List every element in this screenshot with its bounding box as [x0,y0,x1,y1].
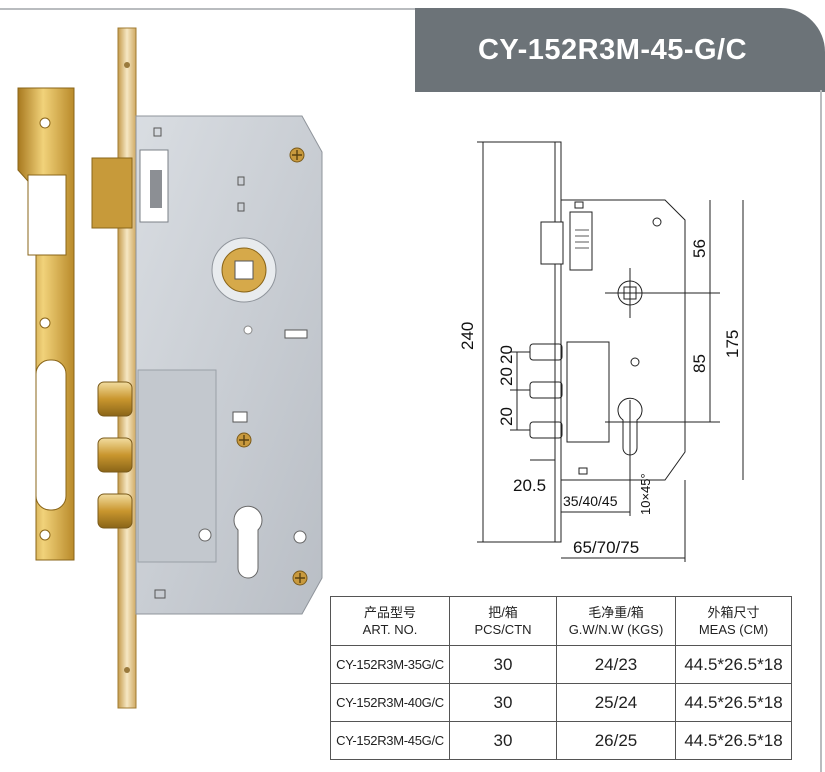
dim-spacing-2: 20 [497,345,516,364]
cell-weight: 25/24 [556,683,676,722]
cell-meas: 44.5*26.5*18 [675,721,792,760]
table-row: CY-152R3M-45G/C 30 26/25 44.5*26.5*18 [330,721,792,760]
dim-total-height: 240 [458,322,477,350]
cell-meas: 44.5*26.5*18 [675,645,792,684]
dim-spacing-3: 20 [497,407,516,426]
table-row: CY-152R3M-40G/C 30 25/24 44.5*26.5*18 [330,683,792,722]
product-photo [17,27,323,709]
cell-art-no: CY-152R3M-40G/C [330,683,450,722]
dim-56: 56 [690,239,709,258]
cell-weight: 24/23 [556,645,676,684]
header-rule [0,8,415,10]
cell-art-no: CY-152R3M-45G/C [330,721,450,760]
dim-chamfer: 10×45° [638,473,653,515]
dim-85: 85 [690,354,709,373]
lock-case [91,115,323,615]
cell-pcs: 30 [449,721,557,760]
dim-spacing-1: 20 [497,367,516,386]
cell-pcs: 30 [449,683,557,722]
strike-plate [17,87,75,561]
dim-backset: 35/40/45 [563,493,618,509]
table-row: CY-152R3M-35G/C 30 24/23 44.5*26.5*18 [330,645,792,684]
forend-plate [117,27,137,709]
dim-175: 175 [723,330,742,358]
dead-bolts [97,381,133,529]
cell-art-no: CY-152R3M-35G/C [330,645,450,684]
cell-meas: 44.5*26.5*18 [675,683,792,722]
cell-pcs: 30 [449,645,557,684]
side-rule [820,90,822,772]
cell-weight: 26/25 [556,721,676,760]
dim-20-5: 20.5 [513,476,546,495]
technical-drawing: 240 20 20 20 56 85 175 20.5 35/40/45 10×… [458,141,744,562]
product-title: CY-152R3M-45-G/C [477,34,748,66]
dim-width: 65/70/75 [573,538,639,557]
header-band [415,8,825,92]
